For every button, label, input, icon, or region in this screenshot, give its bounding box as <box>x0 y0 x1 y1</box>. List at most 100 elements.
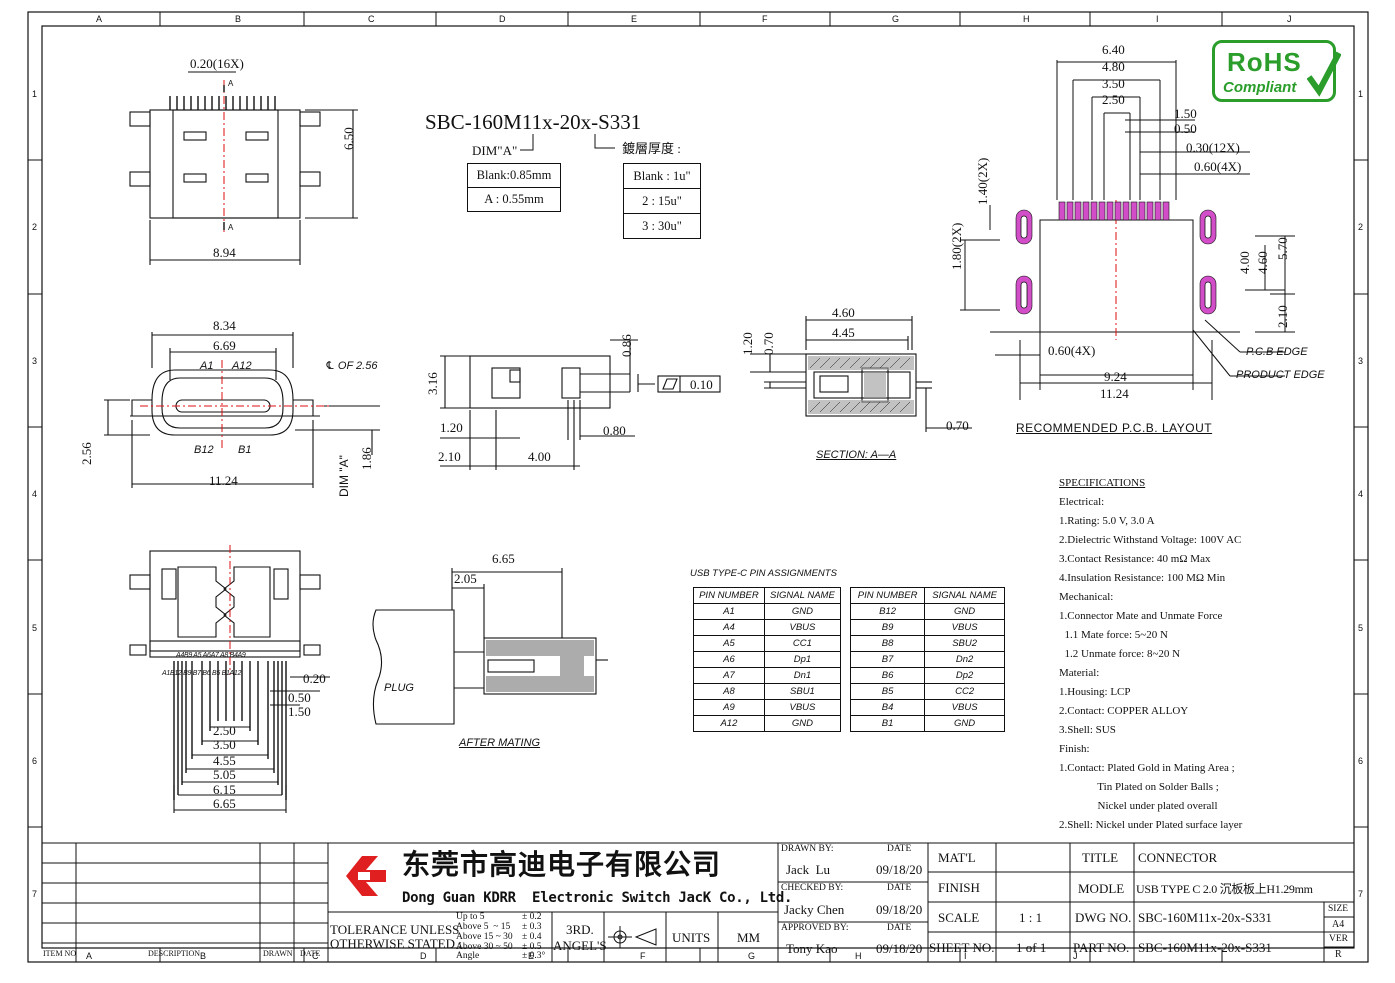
grid-row-right: 3 <box>1358 356 1364 366</box>
sheet-value: 1 of 1 <box>1016 940 1047 955</box>
pcb-layout-title: RECOMMENDED P.C.B. LAYOUT <box>1016 421 1213 435</box>
pcb-dim: 3.50 <box>1102 76 1125 91</box>
grid-col-bottom: G <box>748 951 756 961</box>
section-aa-drawing <box>750 316 972 432</box>
rev-header-date: DATE <box>300 949 321 958</box>
bottom-view-dim: 0.20 <box>303 671 326 686</box>
section-aa-title: SECTION: A—A <box>816 449 897 461</box>
grid-col-bottom: B <box>200 951 207 961</box>
grid-row-right: 2 <box>1358 222 1364 232</box>
pin-label: B1 <box>238 444 252 456</box>
spec-line: 1.1 Mate force: 5~20 N <box>1059 629 1168 641</box>
drawn-by-label: DRAWN BY: <box>781 844 834 854</box>
bottom-view-drawing <box>129 545 330 813</box>
checked-by-label: CHECKED BY: <box>781 883 844 893</box>
after-mating-title: AFTER MATING <box>459 737 541 749</box>
section-dim: 4.60 <box>832 305 855 320</box>
tolerance-label: TOLERANCE UNLESS <box>330 922 460 937</box>
grid-row-left: 1 <box>32 89 38 99</box>
approved-by-name: Tony Kao <box>786 941 838 956</box>
spec-line: Nickel under plated overall <box>1059 800 1218 812</box>
specifications-title: SPECIFICATIONS <box>1059 477 1146 489</box>
tolerance-value: ± 0.4 <box>522 932 542 942</box>
front-view-dim: 11.24 <box>209 473 238 488</box>
bottom-view-dim: 0.50 <box>288 690 311 705</box>
spec-line: Material: <box>1059 667 1100 679</box>
pin-number: B1 <box>849 715 926 732</box>
pcb-layout-drawing <box>960 60 1295 400</box>
pcb-dim: 4.80 <box>1102 59 1125 74</box>
bottom-view-dim: 1.50 <box>288 704 311 719</box>
drawn-date: 09/18/20 <box>876 862 923 877</box>
rohs-compliant-text: Compliant <box>1223 79 1297 96</box>
spec-line: 3.Contact Resistance: 40 mΩ Max <box>1059 553 1211 565</box>
signal-name: GND <box>763 715 842 732</box>
grid-col-top: A <box>96 14 103 24</box>
bottom-view-dim: 4.55 <box>213 753 236 768</box>
tolerance-value: ± 0.3 <box>522 922 542 932</box>
dim-a-table: Blank:0.85mm A : 0.55mm <box>467 163 561 212</box>
grid-col-top: G <box>892 14 900 24</box>
date-label: DATE <box>887 923 912 933</box>
pin-label: A1 <box>200 360 214 372</box>
centerline-label: ℄ OF 2.56 <box>325 360 378 372</box>
spec-line: 1.2 Unmate force: 8~20 N <box>1059 648 1181 660</box>
bottom-view-dim: 5.05 <box>213 767 236 782</box>
tolerance-range: Up to 5 <box>456 912 485 922</box>
grid-row-left: 3 <box>32 356 38 366</box>
dim-a-row: Blank:0.85mm <box>468 164 560 188</box>
grid-col-top: B <box>235 14 242 24</box>
bottom-view-dim: 6.65 <box>213 796 236 811</box>
grid-col-bottom: F <box>640 951 646 961</box>
tolerance-value: ± 0.2 <box>522 912 542 922</box>
side-view-dim: 4.00 <box>528 449 551 464</box>
part-label: PART NO. <box>1073 940 1130 955</box>
pcb-dim: 2.50 <box>1102 92 1125 107</box>
grid-col-bottom: H <box>855 951 862 961</box>
grid-row-right: 7 <box>1358 889 1364 899</box>
scale-label: SCALE <box>938 910 980 925</box>
units-label: UNITS <box>672 930 711 945</box>
spec-line: 2.Contact: COPPER ALLOY <box>1059 705 1189 717</box>
date-label: DATE <box>887 883 912 893</box>
grid-col-top: C <box>368 14 375 24</box>
section-dim: 4.45 <box>832 325 855 340</box>
checked-by-name: Jacky Chen <box>784 902 845 917</box>
spec-line: 1.Rating: 5.0 V, 3.0 A <box>1059 515 1155 527</box>
spec-line: 1.Connector Mate and Unmate Force <box>1059 610 1223 622</box>
grid-row-right: 4 <box>1358 489 1364 499</box>
modle-label: MODLE <box>1078 881 1125 896</box>
tolerance-value: ± 0.5 <box>522 942 542 952</box>
tolerance-range: Above 15 ~ 30 <box>456 932 513 942</box>
section-mark-top: A <box>228 79 234 88</box>
size-value: A4 <box>1332 919 1345 930</box>
side-view-dim: 1.20 <box>440 420 463 435</box>
after-mating-drawing <box>372 568 608 725</box>
bottom-view-dim: 6.15 <box>213 782 236 797</box>
tolerance-value: ± 0.3° <box>522 951 546 961</box>
rev-header-item: ITEM NO <box>43 949 77 958</box>
pcb-edge-label: P.C.B EDGE <box>1246 346 1308 358</box>
title-value: CONNECTOR <box>1138 850 1218 865</box>
plug-label: PLUG <box>384 682 414 694</box>
grid-row-right: 1 <box>1358 89 1364 99</box>
grid-col-top: D <box>499 14 506 24</box>
side-view-dim: 0.80 <box>603 423 626 438</box>
dim-a-label: DIM"A" <box>472 143 518 158</box>
spec-line: 1.Housing: LCP <box>1059 686 1131 698</box>
date-label: DATE <box>887 844 912 854</box>
pin-label: B12 <box>194 444 214 456</box>
pin-number: A12 <box>693 715 765 732</box>
rohs-compliant-logo: RoHS Compliant <box>1212 40 1341 102</box>
spec-line: 4.Insulation Resistance: 100 MΩ Min <box>1059 572 1226 584</box>
pcb-dim: 0.60(4X) <box>1194 159 1242 174</box>
tolerance-range: Above 5 ~ 15 <box>456 922 511 932</box>
